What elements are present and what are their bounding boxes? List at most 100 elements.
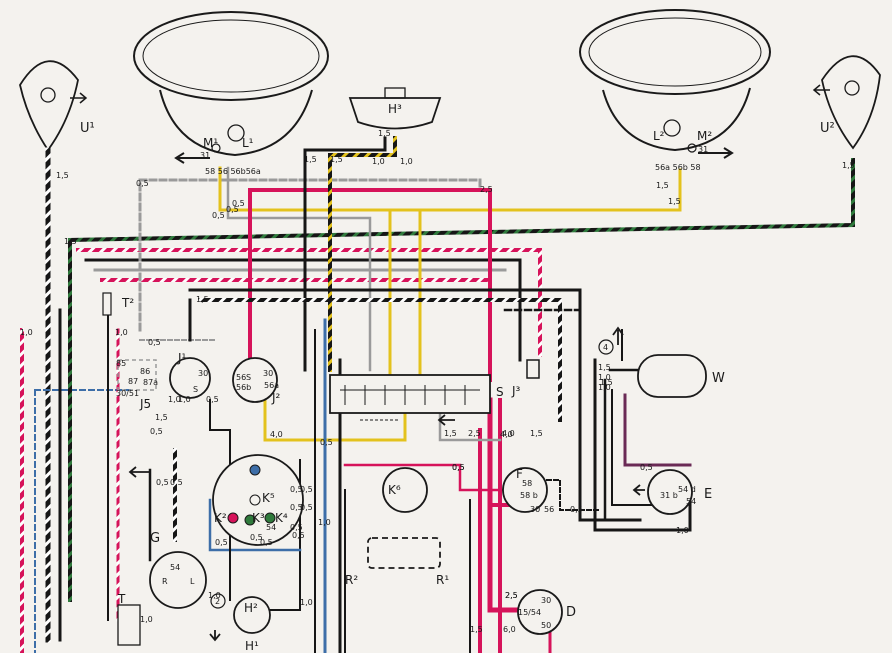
pin-g-54: 54 xyxy=(170,563,180,572)
wire-gauge-label: 1,5 xyxy=(155,413,168,422)
arrow-left-icon xyxy=(812,84,830,96)
wire-gauge-label: 4,0 xyxy=(502,429,515,438)
wire-gauge-label: 1,5 xyxy=(530,429,543,438)
pin-d-30: 30 xyxy=(541,596,551,605)
wire-gauge-label: 1,0 xyxy=(140,615,153,624)
wire-gauge-label: 1,0 xyxy=(168,395,181,404)
label-d: D xyxy=(566,605,576,620)
wire-gauge-label: 0,5 xyxy=(320,438,333,447)
wire-gauge-label: 1,5 xyxy=(56,171,69,180)
wire-gauge-label: 4,0 xyxy=(270,430,283,439)
label-k6: K⁶ xyxy=(388,483,401,497)
wire-gauge-label: 1,5 xyxy=(668,197,681,206)
turn-signal-right xyxy=(812,55,881,150)
wire-gauge-label: 1,0 xyxy=(598,373,611,382)
wire-gauge-label: 1,0 xyxy=(676,526,689,535)
wire-gauge-label: 0,5 xyxy=(150,427,163,436)
label-g: G xyxy=(150,531,160,546)
label-l1: L¹ xyxy=(242,136,254,150)
wire-gauge-label: 1,5 xyxy=(304,155,317,164)
bulb-icon xyxy=(227,124,245,142)
pin-g-l: L xyxy=(190,577,195,586)
wire-gauge-label: 1,0 xyxy=(318,518,331,527)
pin-m2-31: 31 xyxy=(698,145,708,154)
wire-gauge-label: 1,0 xyxy=(598,383,611,392)
bulb-icon xyxy=(844,80,860,96)
label-k5: K⁵ xyxy=(262,491,275,505)
ground-arrow-icon xyxy=(698,147,734,159)
label-s: S xyxy=(496,385,504,399)
pin-j1-30: 30 xyxy=(198,369,208,378)
switch-j2 xyxy=(232,357,278,403)
ref-circle-4 xyxy=(598,339,614,355)
label-w: W xyxy=(712,371,725,386)
ground-arrow-icon xyxy=(437,414,455,426)
label-t: T xyxy=(117,592,126,606)
pin-j5-30-51: 30/51 xyxy=(116,389,139,398)
wire-gauge-label: 2,5 xyxy=(505,591,518,600)
relay-j1 xyxy=(169,357,211,399)
wire-gauge-label: 4,0 xyxy=(500,430,513,439)
pin-j2-30: 30 xyxy=(263,369,273,378)
ground-arrow-icon xyxy=(632,484,645,496)
wire-gauge-label: 0,5 xyxy=(250,533,263,542)
pin-j1-s: S xyxy=(193,385,198,394)
fuse-box xyxy=(329,374,491,421)
pin-j5-86: 86 xyxy=(140,367,150,376)
pin-f-30: 30 xyxy=(530,505,540,514)
component-labels: U¹ U² M¹ L¹ L² M² H³ T² J¹ J² J³ J5 S W … xyxy=(80,102,835,653)
k4-lamp-icon xyxy=(264,512,276,524)
wiper-motor-e xyxy=(647,469,693,515)
pin-j2-s: S xyxy=(246,373,251,382)
ground-arrow-icon xyxy=(612,326,624,345)
label-r2: R² xyxy=(345,573,358,587)
k-lamp-blue-icon xyxy=(249,464,261,476)
label-k2: K² xyxy=(214,511,227,525)
horn xyxy=(348,87,442,130)
wire-gauge-label: 1,5 xyxy=(842,161,855,170)
relay-j5 xyxy=(117,359,157,391)
label-j3: J³ xyxy=(511,384,521,398)
label-r1: R¹ xyxy=(436,573,449,587)
label-h1: H¹ xyxy=(245,639,259,653)
k6-lamp xyxy=(382,467,428,513)
wire-gauge-label: 0,5 xyxy=(452,463,465,472)
headlight-right xyxy=(579,9,771,153)
wire-gauge-label: 0,5 xyxy=(136,179,149,188)
pin-k3-54: 54 xyxy=(266,523,276,532)
wire-gauge-label: 1,5 xyxy=(600,378,613,387)
ground-arrow-icon xyxy=(209,630,221,642)
pin-e-54: 54 xyxy=(686,497,696,506)
wire-gauge-label: 1,5 xyxy=(598,363,611,372)
wire-gauge-label: 1,5 xyxy=(656,181,669,190)
wiper-w xyxy=(637,354,707,398)
wire-gauge-label: 6,0 xyxy=(503,625,516,634)
wire-gauge-label: 1,0 xyxy=(400,157,413,166)
wire-gauge-label: 1,5 xyxy=(444,429,457,438)
wire-gauge-label: 0,5 xyxy=(570,505,583,514)
wire-gauge-label: 1,0 xyxy=(208,591,221,600)
bulb-icon xyxy=(40,87,56,103)
ignition-switch-d xyxy=(517,589,563,635)
brake-switch-j3 xyxy=(526,359,540,379)
wire-gauge-label: 0,5 xyxy=(148,338,161,347)
connector-t xyxy=(117,604,141,646)
wire-gauge-label: 0,5 xyxy=(232,199,245,208)
wire-gauge-label: 0,5 xyxy=(206,395,219,404)
pin-e-31: 31 b xyxy=(660,491,678,500)
wire-gauge-label: 0,5 xyxy=(290,485,303,494)
wire-gauge-label: 1,5 xyxy=(378,129,391,138)
ground-arrow-icon xyxy=(174,152,210,164)
pin-j5-87: 87 xyxy=(128,377,138,386)
label-e: E xyxy=(704,487,712,502)
label-h3: H³ xyxy=(388,102,402,116)
arrow-right-icon xyxy=(70,92,88,104)
label-f: F xyxy=(516,467,523,481)
bulb-icon xyxy=(663,119,681,137)
pin-j2-56a: 56a xyxy=(264,381,279,390)
wire-gauge-label: 0,5 xyxy=(260,538,273,547)
label-k4: K⁴ xyxy=(275,511,288,525)
pin-d-50: 50 xyxy=(541,621,551,630)
